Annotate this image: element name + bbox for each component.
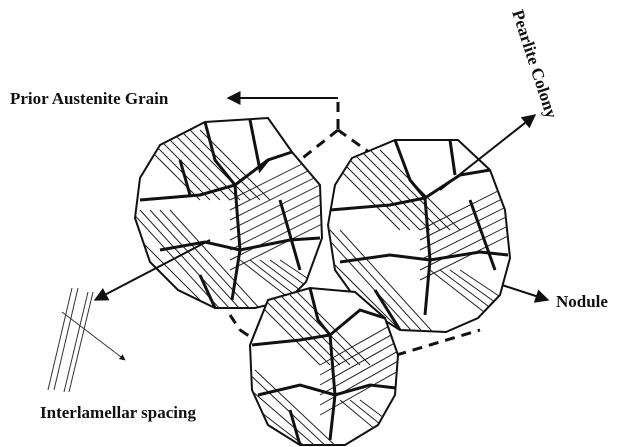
label-pearlite-colony: Pearlite Colony <box>508 7 561 121</box>
arrow-nodule <box>502 285 548 300</box>
label-prior-austenite-grain: Prior Austenite Grain <box>10 89 169 108</box>
interlamellar-detail <box>48 288 125 392</box>
label-nodule: Nodule <box>556 292 608 311</box>
label-interlamellar-spacing: Interlamellar spacing <box>40 403 196 422</box>
nodule-bottom <box>245 288 400 447</box>
